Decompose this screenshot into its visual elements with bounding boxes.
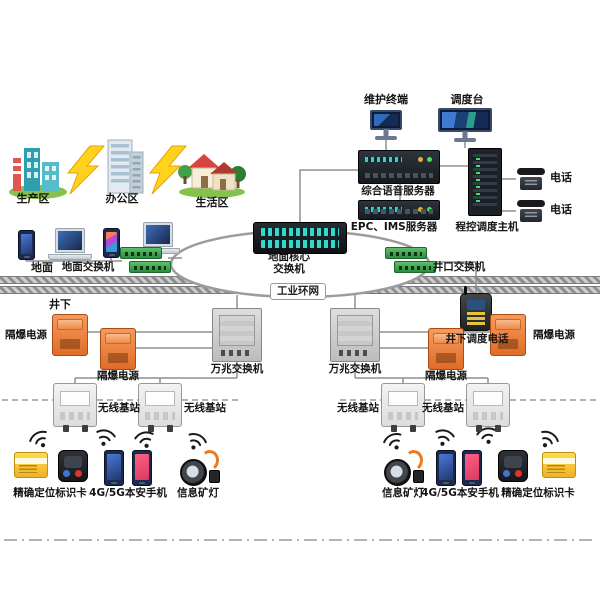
wireless-base-station-icon	[138, 383, 182, 432]
living-zone-illustration	[178, 154, 246, 198]
positioning-card-label: 精确定位标识卡	[501, 487, 575, 499]
dispatch-console-icon	[438, 108, 492, 142]
flameproof-power-icon	[100, 328, 136, 370]
epc-ims-server-label: EPC、IMS服务器	[350, 221, 438, 233]
wifi-signal-icon	[133, 429, 157, 452]
safe-phone-icon	[436, 450, 456, 486]
safe-phone-icon	[462, 450, 482, 486]
underground-zone-label: 井下	[49, 298, 71, 311]
smartphone-icon	[103, 228, 120, 258]
wifi-signal-icon	[535, 428, 561, 453]
wifi-signal-icon	[93, 427, 117, 450]
dispatch-console-label: 调度台	[450, 93, 484, 106]
positioning-card-icon	[14, 452, 48, 478]
production-zone-illustration	[9, 148, 67, 199]
miner-lamp-icon	[384, 448, 425, 486]
core-switch-label-line2: 交换机	[273, 263, 305, 275]
wireless-base-station-label: 无线基站	[422, 402, 464, 414]
safe-phone-icon	[104, 450, 124, 486]
card-reader-icon	[58, 450, 88, 482]
voice-server-icon	[358, 150, 440, 184]
wireless-base-station-icon	[381, 383, 425, 432]
telephone-label: 电话	[550, 203, 572, 216]
ring-network-label: 工业环网	[270, 283, 326, 300]
wireless-base-station-label: 无线基站	[98, 402, 140, 414]
flameproof-power-label: 隔爆电源	[5, 329, 47, 341]
wellhead-switch-icon	[385, 246, 437, 276]
miner-lamp-label: 信息矿灯	[382, 487, 424, 499]
miner-lamp-icon	[180, 448, 221, 486]
safe-mobile-label: 4G/5G本安手机	[421, 487, 499, 499]
production-zone-label: 生产区	[16, 192, 50, 205]
wellhead-switch-label: 井口交换机	[432, 261, 486, 273]
maintenance-terminal-icon	[370, 110, 402, 140]
voice-server-label: 综合语音服务器	[361, 185, 435, 197]
flameproof-power-icon	[52, 314, 88, 356]
dispatch-host-rack-icon	[468, 148, 502, 216]
office-zone-label: 办公区	[105, 192, 139, 205]
core-switch-label-line1: 地面核心	[268, 251, 310, 263]
flameproof-power-label: 隔爆电源	[425, 370, 467, 382]
wireless-base-station-icon	[466, 383, 510, 432]
safe-mobile-label: 4G/5G本安手机	[89, 487, 167, 499]
positioning-card-icon	[542, 452, 576, 478]
ground-label: 地面	[31, 261, 53, 274]
wireless-base-station-label: 无线基站	[184, 402, 226, 414]
living-zone-label: 生活区	[195, 196, 229, 209]
telephone-icon	[516, 168, 546, 190]
dispatch-host-label: 程控调度主机	[455, 221, 519, 233]
wifi-signal-icon	[27, 428, 53, 453]
ground-switch-label: 地面交换机	[61, 261, 115, 273]
core-switch-icon	[253, 222, 347, 254]
underground-dispatch-phone-label: 井下调度电话	[445, 333, 509, 345]
lightning-icon	[66, 145, 188, 195]
ten-gig-switch-icon	[330, 308, 380, 362]
ten-gig-switch-icon	[212, 308, 262, 362]
epc-ims-server-icon	[358, 200, 440, 220]
safe-phone-icon	[132, 450, 152, 486]
flameproof-power-label: 隔爆电源	[97, 370, 139, 382]
flameproof-power-icon	[490, 314, 526, 356]
ground-switch-icon	[120, 246, 172, 276]
telephone-icon	[516, 200, 546, 222]
smartphone-icon	[18, 230, 35, 260]
wifi-signal-icon	[432, 427, 456, 450]
laptop-icon	[48, 228, 92, 260]
ten-gig-switch-label: 万兆交换机	[210, 363, 264, 375]
wireless-base-station-icon	[53, 383, 97, 432]
wireless-base-station-label: 无线基站	[337, 402, 379, 414]
miner-lamp-label: 信息矿灯	[177, 487, 219, 499]
maintenance-terminal-label: 维护终端	[364, 93, 408, 106]
ten-gig-switch-label: 万兆交换机	[328, 363, 382, 375]
positioning-card-label: 精确定位标识卡	[13, 487, 87, 499]
office-zone-illustration	[107, 139, 144, 194]
telephone-label: 电话	[550, 171, 572, 184]
underground-dispatch-phone-icon	[460, 286, 492, 331]
flameproof-power-label: 隔爆电源	[533, 329, 575, 341]
flameproof-power-icon	[428, 328, 464, 370]
card-reader-icon	[498, 450, 528, 482]
